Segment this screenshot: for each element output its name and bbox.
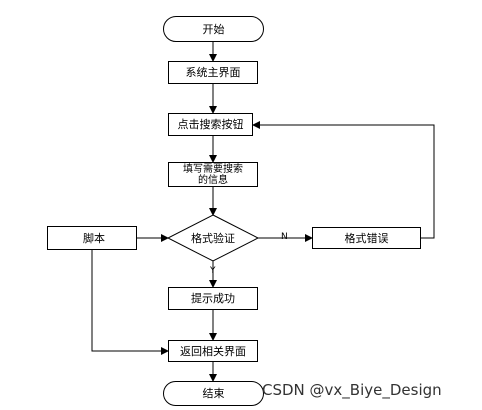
success-node: 提示成功 [168, 287, 258, 310]
start-node: 开始 [163, 16, 264, 42]
return-ui-node: 返回相关界面 [168, 340, 258, 362]
script-node: 脚本 [47, 226, 137, 250]
watermark-text: CSDN @vx_Biye_Design [262, 381, 442, 399]
main-ui-node: 系统主界面 [168, 61, 258, 84]
edge-label-yes: Y [210, 266, 216, 276]
fill-info-node: 填写需要搜索 的信息 [168, 162, 258, 187]
decision-diamond-shape [166, 214, 260, 262]
edge-label-no: N [281, 232, 288, 242]
end-node: 结束 [163, 381, 264, 406]
edge-script-to-return [91, 250, 169, 355]
edge-error-back-to-click [252, 121, 435, 239]
validate-node-label: 格式验证 [191, 231, 235, 245]
click-search-node: 点击搜索按钮 [168, 113, 253, 136]
format-error-node: 格式错误 [312, 227, 421, 249]
